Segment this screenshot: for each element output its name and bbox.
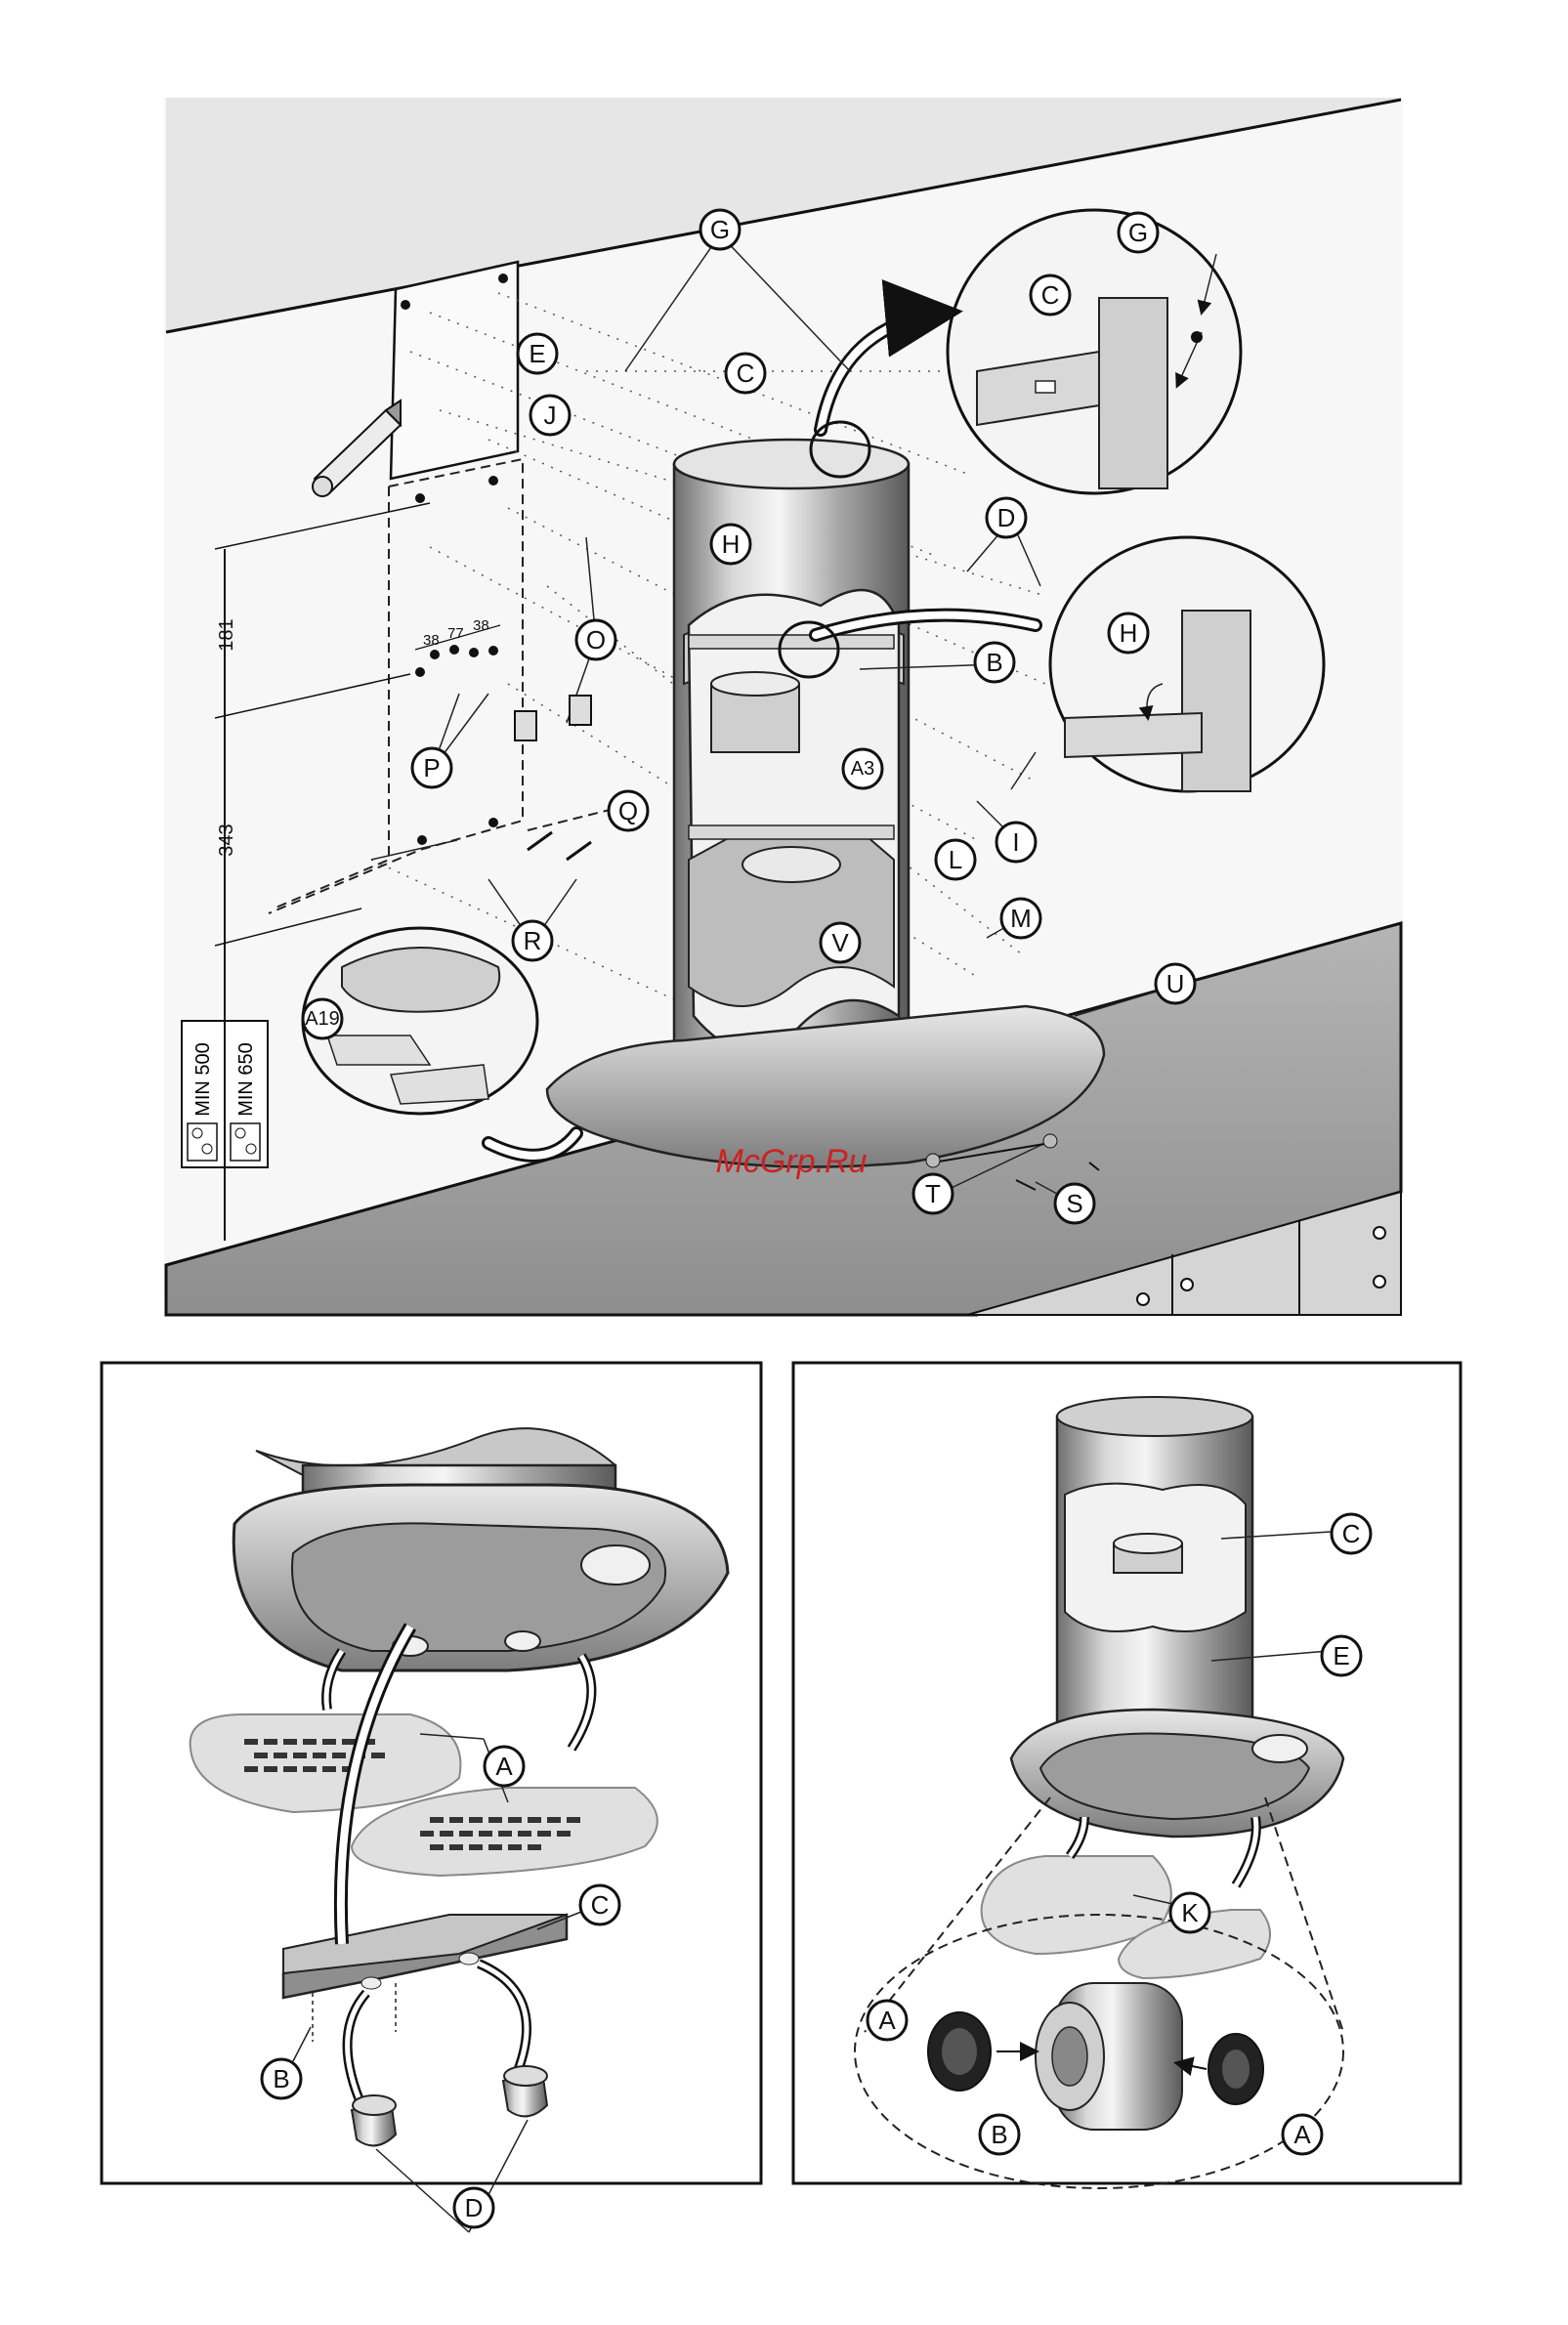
callout-u: U bbox=[1156, 964, 1195, 1003]
callout-e-label: E bbox=[529, 339, 545, 368]
light-window bbox=[581, 1545, 650, 1585]
callout-d-left-label: D bbox=[465, 2193, 484, 2222]
callout-a19: A19 bbox=[303, 999, 342, 1038]
callout-u-label: U bbox=[1166, 969, 1185, 998]
dim-77: 77 bbox=[447, 625, 464, 642]
callout-c-right: C bbox=[1332, 1514, 1371, 1553]
callout-a-left: A bbox=[485, 1747, 524, 1786]
callout-q: Q bbox=[609, 791, 648, 830]
callout-e-right: E bbox=[1322, 1636, 1361, 1675]
callout-c-left-label: C bbox=[591, 1890, 610, 1920]
callout-s: S bbox=[1055, 1184, 1094, 1223]
callout-b-left-label: B bbox=[273, 2064, 289, 2093]
callout-a19-label: A19 bbox=[305, 1008, 340, 1030]
dim-38-b: 38 bbox=[473, 617, 489, 634]
callout-k-label: K bbox=[1181, 1898, 1199, 1927]
callout-i: I bbox=[996, 823, 1036, 862]
zoom-detail-bracket-c bbox=[948, 210, 1241, 493]
ceiling-template bbox=[391, 262, 518, 479]
charcoal-filter-left bbox=[928, 2012, 991, 2091]
callout-a3: A3 bbox=[843, 749, 882, 788]
callout-h: H bbox=[711, 525, 750, 564]
callout-c-top: C bbox=[726, 354, 765, 393]
callout-h-zoom: H bbox=[1109, 613, 1148, 653]
callout-m-label: M bbox=[1010, 904, 1032, 933]
callout-b-right: B bbox=[980, 2115, 1019, 2154]
callout-b-left: B bbox=[262, 2059, 301, 2098]
callout-r-label: R bbox=[524, 926, 542, 955]
callout-c-zoom: C bbox=[1031, 275, 1070, 315]
callout-a-right-1: A bbox=[868, 2001, 907, 2040]
callout-g: G bbox=[700, 210, 740, 249]
callout-o-label: O bbox=[586, 625, 606, 655]
dim-38-a: 38 bbox=[423, 632, 440, 649]
callout-l: L bbox=[936, 840, 975, 879]
halogen-lamp-right bbox=[503, 2066, 547, 2116]
callout-c-right-label: C bbox=[1342, 1519, 1361, 1548]
watermark-text: McGrp.Ru bbox=[716, 1143, 868, 1180]
bottom-right-figure bbox=[793, 1363, 1461, 2188]
callout-g-zoom: G bbox=[1119, 213, 1158, 252]
callout-p-label: P bbox=[423, 753, 440, 782]
dim-181: 181 bbox=[216, 618, 237, 651]
callout-v-label: V bbox=[831, 928, 849, 957]
min-clearance-box: MIN 500 MIN 650 bbox=[182, 1021, 268, 1167]
callout-a-right-1-label: A bbox=[878, 2006, 896, 2035]
halogen-lamp-left bbox=[352, 2095, 396, 2145]
callout-h-label: H bbox=[722, 529, 741, 559]
motor-unit bbox=[1036, 1983, 1182, 2130]
callout-a3-label: A3 bbox=[851, 758, 874, 780]
callout-q-label: Q bbox=[618, 796, 638, 825]
callout-d-label: D bbox=[997, 503, 1016, 532]
dim-343: 343 bbox=[216, 824, 237, 856]
callout-d-left: D bbox=[454, 2188, 493, 2227]
callout-t-label: T bbox=[925, 1179, 941, 1208]
callout-a-left-label: A bbox=[495, 1752, 513, 1781]
min-650-label: MIN 650 bbox=[235, 1042, 257, 1117]
callout-h-zoom-label: H bbox=[1120, 618, 1138, 648]
top-figure: 181 343 38 77 38 MIN 500 MIN 650 bbox=[164, 98, 1403, 1315]
callout-b-top: B bbox=[975, 643, 1014, 682]
callout-c-zoom-label: C bbox=[1041, 280, 1060, 310]
grease-filter-1 bbox=[191, 1714, 461, 1812]
callout-o: O bbox=[576, 620, 615, 659]
charcoal-filter-right bbox=[1208, 2034, 1263, 2104]
callout-b-right-label: B bbox=[991, 2120, 1007, 2149]
callout-t: T bbox=[913, 1174, 953, 1213]
callout-i-label: I bbox=[1012, 827, 1019, 857]
light-tray bbox=[283, 1915, 567, 1998]
callout-c-top-label: C bbox=[737, 359, 755, 388]
callout-g-zoom-label: G bbox=[1128, 218, 1148, 247]
callout-a-right-2-label: A bbox=[1293, 2120, 1311, 2149]
callout-m: M bbox=[1001, 899, 1040, 938]
callout-e: E bbox=[518, 334, 557, 373]
callout-j: J bbox=[530, 396, 570, 435]
bottom-left-figure bbox=[102, 1363, 761, 2232]
callout-s-label: S bbox=[1066, 1189, 1082, 1218]
zoom-detail-bracket-h bbox=[1050, 537, 1324, 791]
callout-v: V bbox=[821, 923, 860, 962]
callout-b-top-label: B bbox=[986, 648, 1002, 677]
callout-g-label: G bbox=[710, 215, 730, 244]
callout-c-left: C bbox=[580, 1885, 619, 1924]
min-500-label: MIN 500 bbox=[192, 1042, 214, 1117]
callout-e-right-label: E bbox=[1333, 1641, 1349, 1670]
callout-d: D bbox=[987, 498, 1026, 537]
callout-a-right-2: A bbox=[1283, 2115, 1322, 2154]
callout-l-label: L bbox=[949, 845, 962, 874]
callout-k: K bbox=[1170, 1893, 1209, 1932]
callout-j-label: J bbox=[544, 401, 557, 430]
callout-r: R bbox=[513, 921, 552, 960]
callout-p: P bbox=[412, 748, 451, 787]
